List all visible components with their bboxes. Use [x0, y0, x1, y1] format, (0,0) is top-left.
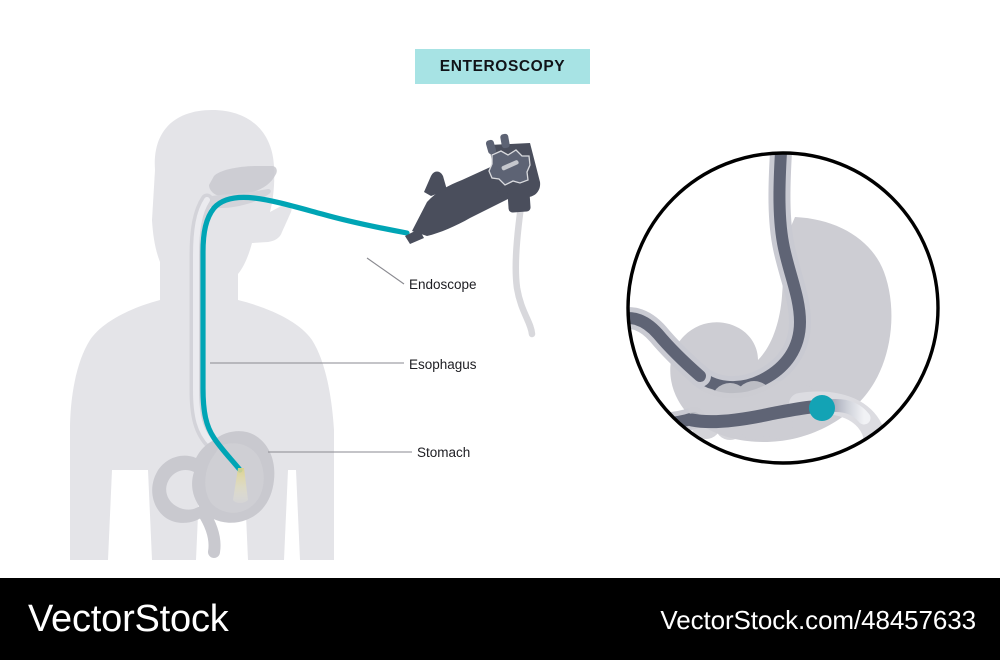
leader-line-endoscope — [366, 257, 405, 285]
inset-endoscope-tip-marker — [809, 395, 835, 421]
endoscope-knob-slot — [501, 160, 519, 171]
label-endoscope: Endoscope — [409, 277, 477, 292]
endoscope-light-cone — [233, 468, 248, 503]
endoscope-valve-button-2 — [500, 133, 510, 149]
endoscope-cable-neck — [507, 187, 531, 213]
endoscope-insertion-tube — [200, 194, 410, 473]
label-esophagus: Esophagus — [409, 357, 477, 372]
inset-circle-outline — [626, 151, 940, 465]
stomach-inner — [205, 443, 264, 513]
page-title: ENTEROSCOPY — [439, 57, 566, 75]
vectorstock-brand: VectorStock — [28, 598, 229, 640]
duodenum — [197, 506, 221, 558]
watermark-footer-bar — [0, 578, 1000, 660]
oral-cavity — [209, 166, 277, 196]
label-stomach: Stomach — [417, 445, 471, 460]
esophagus-lumen — [193, 197, 215, 447]
endoscope-handle-body — [412, 164, 514, 236]
endoscope-finger-rest — [424, 171, 447, 196]
endoscope-valve-button-1 — [485, 139, 497, 155]
magnified-inset-group — [626, 151, 940, 465]
endoscope-device — [405, 133, 541, 338]
endoscope-umbilical-cable — [512, 202, 536, 338]
title-banner: ENTEROSCOPY — [415, 49, 590, 84]
inset-endoscope-shaft — [685, 400, 819, 429]
vectorstock-url: VectorStock.com/48457633 — [660, 605, 976, 635]
endoscope-tube-strain-relief — [405, 229, 424, 244]
patient-overview-group — [70, 110, 541, 560]
